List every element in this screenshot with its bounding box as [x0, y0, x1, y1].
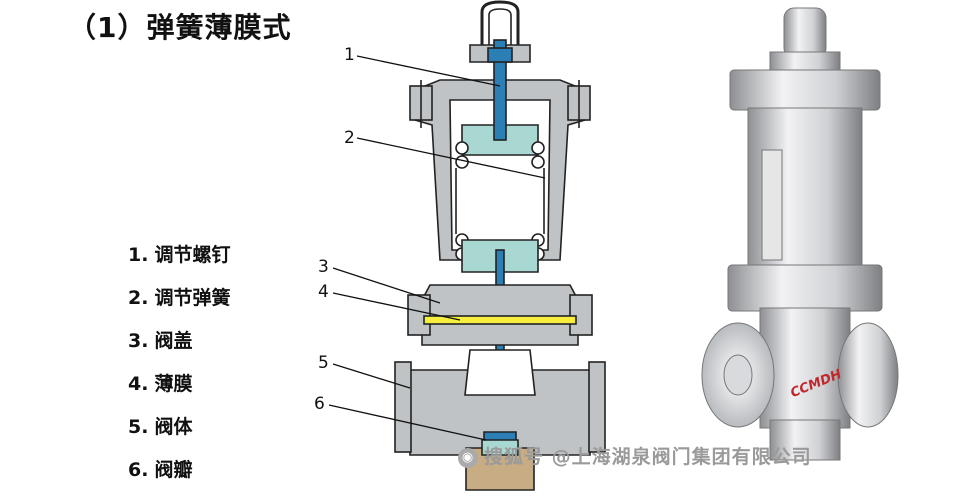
adjusting-screw — [493, 39, 507, 141]
legend-number: 3. — [128, 330, 149, 352]
legend-label: 阀盖 — [154, 330, 193, 352]
product-top-flange — [729, 69, 881, 111]
diaphragm — [423, 315, 577, 325]
parts-legend: 1.调节螺钉 2.调节弹簧 3.阀盖 4.薄膜 5.阀体 6.阀瓣 — [128, 238, 230, 496]
screw-nut — [487, 47, 513, 63]
bonnet — [421, 284, 579, 346]
leader-line-4 — [332, 292, 461, 321]
valve-product-photo: CCMDH — [701, 7, 899, 461]
callout-number-4: 4 — [318, 282, 329, 302]
product-outlet-flange — [837, 322, 899, 428]
legend-number: 6. — [128, 459, 149, 481]
legend-item-1: 1.调节螺钉 — [128, 238, 230, 281]
top-loop — [480, 0, 520, 46]
top-loop-inner — [488, 8, 512, 46]
legend-item-5: 5.阀体 — [128, 410, 230, 453]
valve-cross-section — [394, 0, 606, 491]
legend-item-2: 2.调节弹簧 — [128, 281, 230, 324]
inlet-flange — [394, 361, 412, 453]
bonnet-bolt-right — [569, 294, 593, 336]
leader-line-3 — [332, 267, 441, 304]
legend-item-4: 4.薄膜 — [128, 367, 230, 410]
callout-number-3: 3 — [318, 257, 329, 277]
callout-leaders — [328, 55, 546, 441]
leader-line-2 — [356, 137, 546, 179]
leader-line-1 — [356, 55, 501, 87]
callout-number-5: 5 — [318, 353, 329, 373]
bonnet-bolt-left — [407, 294, 431, 336]
legend-number: 4. — [128, 373, 149, 395]
outlet-flange — [588, 361, 606, 453]
legend-label: 阀体 — [154, 416, 193, 438]
legend-item-3: 3.阀盖 — [128, 324, 230, 367]
product-top-cap — [783, 7, 827, 59]
leader-line-6 — [328, 404, 487, 441]
legend-number: 2. — [128, 287, 149, 309]
callout-number-2: 2 — [344, 128, 355, 148]
watermark-logo-icon: ◉ — [458, 447, 478, 468]
legend-label: 调节弹簧 — [154, 287, 231, 309]
product-body — [759, 307, 851, 429]
body-cavity — [464, 349, 536, 396]
legend-item-6: 6.阀瓣 — [128, 453, 230, 496]
callout-number-1: 1 — [344, 45, 355, 65]
page-title: （1）弹簧薄膜式 — [68, 11, 292, 44]
legend-number: 1. — [128, 244, 149, 266]
valve-seat — [481, 439, 519, 456]
product-inlet-bore — [723, 354, 753, 396]
legend-number: 5. — [128, 416, 149, 438]
callout-number-6: 6 — [314, 394, 325, 414]
product-bottom — [769, 419, 841, 461]
watermark: ◉ 搜狐号 @上海湖泉阀门集团有限公司 — [458, 442, 812, 469]
legend-label: 调节螺钉 — [154, 244, 231, 266]
watermark-text: 搜狐号 @上海湖泉阀门集团有限公司 — [484, 446, 812, 468]
leader-line-5 — [332, 363, 411, 389]
product-spring-window — [761, 149, 783, 261]
product-middle-flange — [727, 264, 883, 312]
legend-label: 阀瓣 — [154, 459, 193, 481]
legend-label: 薄膜 — [154, 373, 193, 395]
